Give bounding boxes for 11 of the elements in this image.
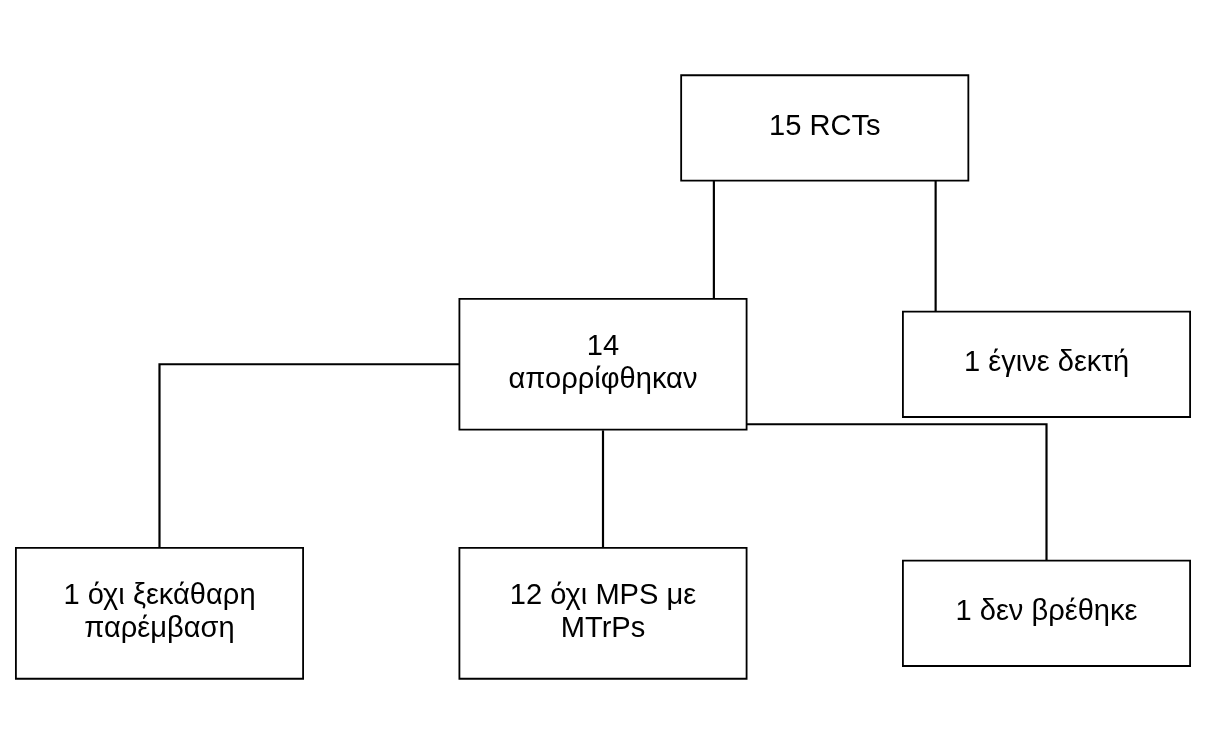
connector (601, 429, 605, 548)
node-box: 1 δεν βρέθηκε (902, 559, 1191, 667)
connector (934, 180, 937, 311)
connector (747, 422, 1048, 560)
node-box: 15 RCTs (680, 73, 970, 182)
connector (712, 180, 715, 299)
connector (158, 362, 459, 547)
node-box: 14 απορρίφθηκαν (458, 297, 748, 431)
node-box: 1 έγινε δεκτή (902, 310, 1191, 418)
node-box: 1 όχι ξεκάθαρη παρέμβαση (15, 546, 304, 680)
node-box: 12 όχι MPS με MTrPs (458, 546, 748, 680)
